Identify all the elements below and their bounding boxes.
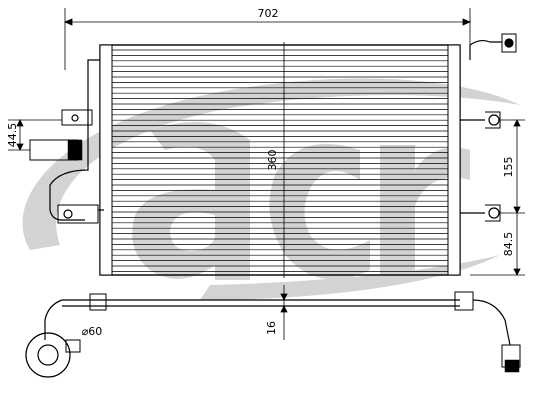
right-upper-bolt-icon [488, 114, 500, 126]
receiver-feed-pipe [44, 299, 63, 340]
receiver-cap [37, 344, 59, 366]
left-upper-bolt-icon [71, 114, 79, 122]
right-header-tank [447, 44, 461, 276]
bottom-right-fitting [454, 291, 474, 311]
receiver-port [65, 339, 81, 353]
right-upper-bracket [485, 111, 501, 129]
top-bracket-offset-label: 44.5 [6, 123, 19, 148]
right-mount-spacing-label: 155 [502, 157, 515, 178]
right-inlet-pipe [469, 39, 502, 60]
left-header-tank [99, 44, 113, 276]
right-pipework [460, 33, 517, 222]
left-upper-pipe [87, 59, 100, 110]
dimension-top-bracket [8, 119, 62, 151]
watermark-logo [22, 78, 520, 300]
receiver-body [25, 332, 71, 378]
dimension-pipe-offset [280, 285, 288, 340]
watermark-swoosh [22, 78, 520, 250]
left-mount-fitting [67, 139, 83, 161]
bottom-left-fitting [89, 293, 107, 311]
condenser-core [99, 42, 461, 278]
right-lower-bolt-icon [488, 207, 500, 219]
bottom-right-pipe [472, 299, 511, 346]
right-lower-offset-label: 84.5 [502, 232, 515, 257]
dimension-overall-width [63, 8, 472, 70]
right-inlet-fitting [501, 33, 517, 53]
left-lower-bracket [57, 204, 99, 224]
overall-width-label: 702 [258, 7, 279, 20]
bottom-right-cap [504, 359, 520, 373]
left-upper-bracket [61, 109, 93, 126]
right-lower-bracket [485, 204, 501, 222]
pipe-offset-label: 16 [265, 321, 278, 335]
bottom-pipework [44, 291, 521, 373]
right-inlet-cap-icon [504, 38, 514, 48]
watermark-letter-c [269, 143, 370, 280]
core-height-label: 360 [266, 150, 279, 171]
left-lower-bolt-icon [63, 209, 73, 219]
core-fins [112, 49, 448, 272]
dimension-right-mounts [470, 119, 525, 276]
left-pipework [29, 59, 104, 224]
watermark-letter-r [380, 145, 470, 280]
receiver-diameter-label: ⌀60 [82, 325, 103, 338]
receiver-drier [25, 332, 81, 378]
